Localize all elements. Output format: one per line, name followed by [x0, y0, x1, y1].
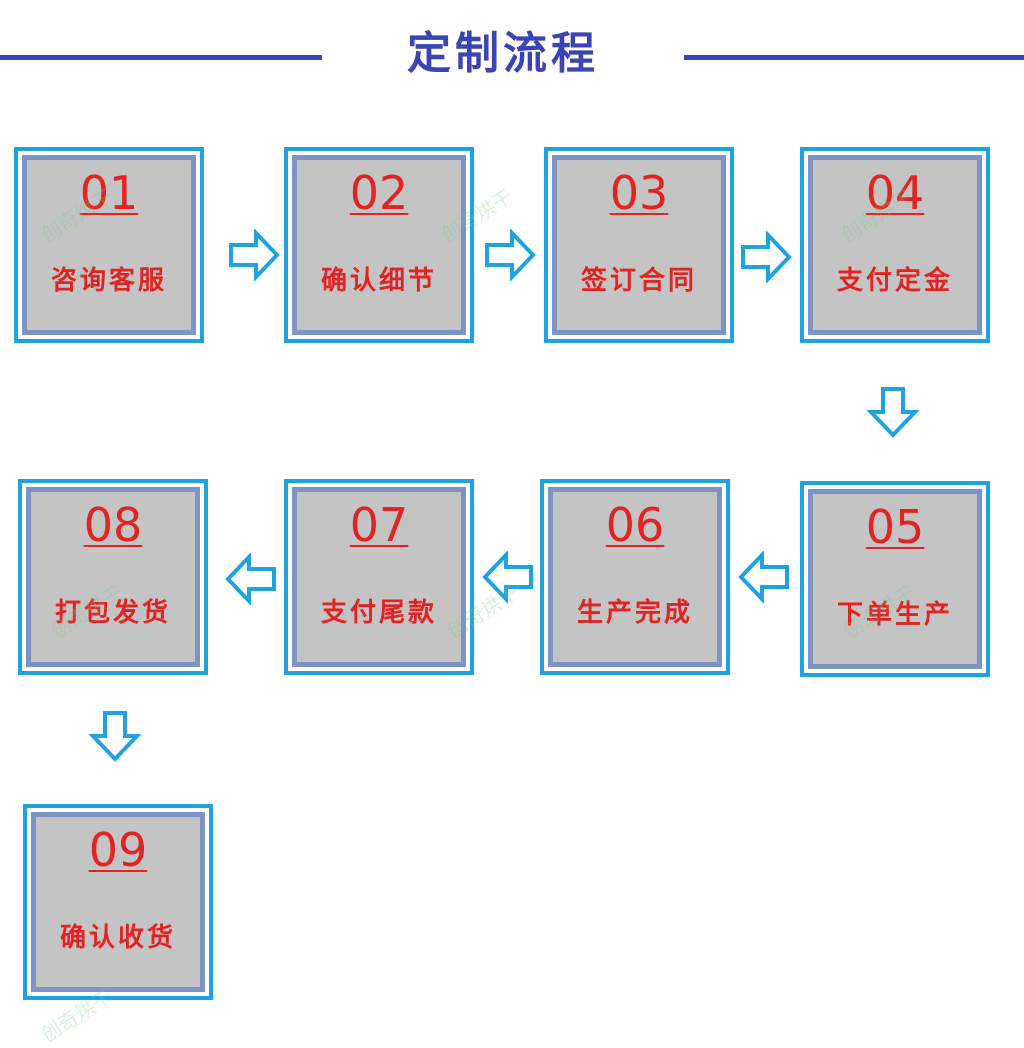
- step-09-label: 确认收货: [59, 923, 176, 953]
- step-05: 05 下单生产: [800, 481, 990, 677]
- step-01-label: 咨询客服: [50, 266, 167, 296]
- step-06-number: 06: [605, 498, 665, 552]
- step-03: 03 签订合同: [544, 147, 734, 343]
- step-05-number: 05: [865, 500, 925, 554]
- arrow-right-icon: [740, 231, 792, 283]
- step-04: 04 支付定金: [800, 147, 990, 343]
- arrow-left-icon: [225, 553, 277, 605]
- step-02-label: 确认细节: [320, 266, 437, 296]
- step-08-panel: 08 打包发货: [26, 487, 200, 667]
- arrow-down-icon: [867, 386, 919, 438]
- step-02-number: 02: [349, 166, 409, 220]
- page-title: 定制流程: [407, 28, 599, 79]
- step-02: 02 确认细节: [284, 147, 474, 343]
- arrow-left-icon: [482, 551, 534, 603]
- step-09: 09 确认收货: [23, 804, 213, 1000]
- arrow-down-icon: [89, 710, 141, 762]
- step-03-number: 03: [609, 166, 669, 220]
- step-09-panel: 09 确认收货: [31, 812, 205, 992]
- step-09-number: 09: [88, 823, 148, 877]
- step-08: 08 打包发货: [18, 479, 208, 675]
- step-04-label: 支付定金: [836, 266, 953, 296]
- step-07-panel: 07 支付尾款: [292, 487, 466, 667]
- arrow-right-icon: [484, 229, 536, 281]
- step-03-label: 签订合同: [580, 266, 697, 296]
- step-07-label: 支付尾款: [320, 598, 437, 628]
- step-08-label: 打包发货: [54, 598, 171, 628]
- step-05-label: 下单生产: [836, 600, 953, 630]
- step-06: 06 生产完成: [540, 479, 730, 675]
- step-07: 07 支付尾款: [284, 479, 474, 675]
- step-03-panel: 03 签订合同: [552, 155, 726, 335]
- step-05-panel: 05 下单生产: [808, 489, 982, 669]
- arrow-left-icon: [738, 551, 790, 603]
- step-06-label: 生产完成: [576, 598, 693, 628]
- step-06-panel: 06 生产完成: [548, 487, 722, 667]
- arrow-right-icon: [228, 229, 280, 281]
- step-08-number: 08: [83, 498, 143, 552]
- step-02-panel: 02 确认细节: [292, 155, 466, 335]
- step-01: 01 咨询客服: [14, 147, 204, 343]
- step-01-number: 01: [79, 166, 139, 220]
- step-01-panel: 01 咨询客服: [22, 155, 196, 335]
- step-07-number: 07: [349, 498, 409, 552]
- title-line-right: [684, 55, 1024, 60]
- title-line-left: [0, 55, 322, 60]
- step-04-panel: 04 支付定金: [808, 155, 982, 335]
- step-04-number: 04: [865, 166, 925, 220]
